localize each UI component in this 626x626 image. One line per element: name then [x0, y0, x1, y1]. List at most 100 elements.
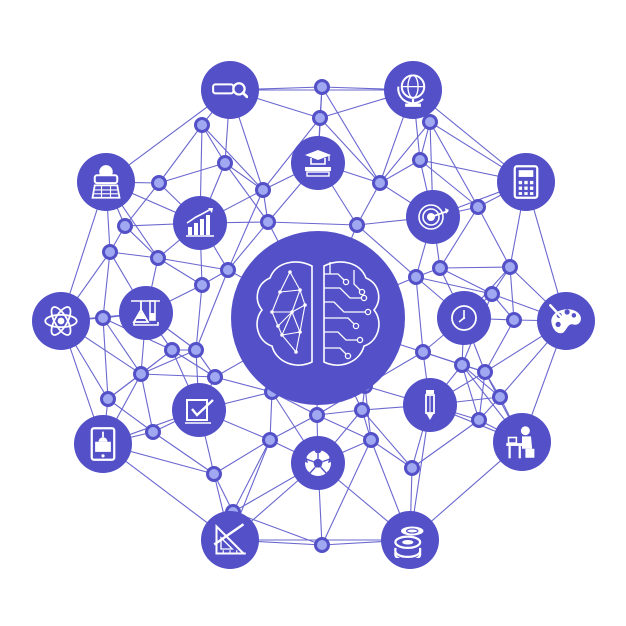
junction-node: [415, 344, 431, 360]
junction-node: [220, 262, 236, 278]
junction-node: [454, 357, 470, 373]
connection-line: [269, 414, 318, 441]
icon-nodes: [32, 61, 595, 569]
connection-line: [102, 251, 111, 319]
brain-center-node: [231, 231, 405, 405]
connection-line: [439, 206, 479, 269]
connection-line: [370, 439, 413, 469]
icon-node-circle: [172, 383, 226, 437]
connection-line: [477, 206, 511, 268]
icon-node: [201, 511, 259, 569]
junction-node: [100, 391, 116, 407]
junction-node: [432, 260, 448, 276]
junction-nodes: [95, 79, 522, 553]
connection-line: [124, 182, 160, 227]
junction-node: [471, 412, 487, 428]
junction-node: [412, 152, 428, 168]
connection-line: [232, 439, 271, 513]
soccer-ball-icon: [304, 449, 332, 477]
connection-line: [415, 276, 493, 295]
junction-node: [477, 364, 493, 380]
junction-node: [102, 244, 118, 260]
connection-line: [461, 364, 480, 421]
connection-line: [227, 189, 264, 271]
junction-node: [492, 389, 508, 405]
connection-line: [415, 276, 424, 353]
connection-line: [361, 409, 413, 469]
brain-center-circle: [231, 231, 405, 405]
icon-node: [173, 196, 227, 250]
icon-node: [74, 415, 132, 473]
icon-node-circle: [119, 286, 173, 340]
connection-line: [227, 221, 269, 271]
icon-node: [291, 136, 345, 190]
icon-node-circle: [381, 511, 439, 569]
junction-node: [484, 286, 500, 302]
junction-node: [164, 342, 180, 358]
connection-line: [484, 319, 515, 373]
icon-node: [437, 291, 491, 345]
connection-line: [158, 124, 203, 184]
connection-line: [195, 284, 203, 351]
junction-node: [349, 217, 365, 233]
connection-line: [157, 257, 229, 271]
connection-line: [379, 121, 431, 184]
junction-node: [312, 110, 328, 126]
junction-node: [151, 175, 167, 191]
connection-line: [158, 162, 226, 184]
junction-node: [470, 199, 486, 215]
connection-line: [171, 349, 216, 378]
connection-line: [429, 121, 479, 208]
connection-line: [201, 124, 264, 191]
icon-node: [493, 413, 551, 471]
connection-line: [321, 439, 372, 546]
icon-node: [119, 286, 173, 340]
icon-node: [403, 378, 457, 432]
junction-node: [408, 269, 424, 285]
connection-line: [509, 266, 515, 321]
connection-line: [356, 224, 417, 278]
icon-node-circle: [384, 61, 442, 119]
connection-line: [316, 414, 372, 441]
junction-node: [145, 424, 161, 440]
icon-node: [172, 383, 226, 437]
connection-line: [107, 398, 154, 433]
junction-node: [206, 466, 222, 482]
junction-node: [309, 407, 325, 423]
junction-node: [133, 366, 149, 382]
connection-line: [439, 266, 511, 269]
junction-node: [260, 214, 276, 230]
connection-line: [152, 431, 215, 475]
junction-node: [354, 402, 370, 418]
connection-line: [195, 269, 229, 351]
connection-line: [419, 159, 479, 208]
icon-node-circle: [201, 61, 259, 119]
icon-node: [77, 153, 135, 211]
connection-line: [140, 373, 154, 433]
icon-node: [291, 436, 345, 490]
icon-node: [381, 511, 439, 569]
junction-node: [194, 277, 210, 293]
connection-line: [267, 221, 358, 226]
junction-node: [262, 432, 278, 448]
junction-node: [502, 259, 518, 275]
connection-line: [461, 364, 501, 398]
connection-line: [140, 349, 197, 375]
icon-node: [32, 292, 90, 350]
connection-line: [224, 162, 269, 223]
icon-node-circle: [291, 136, 345, 190]
connection-line: [214, 376, 273, 393]
connection-line: [213, 439, 271, 475]
connection-line: [262, 117, 321, 191]
connection-line: [140, 373, 216, 378]
junction-node: [506, 312, 522, 328]
junction-node: [255, 182, 271, 198]
junction-node: [194, 117, 210, 133]
icon-node: [537, 292, 595, 350]
connection-line: [102, 317, 109, 400]
junction-node: [95, 310, 111, 326]
junction-node: [422, 114, 438, 130]
junction-node: [314, 537, 330, 553]
